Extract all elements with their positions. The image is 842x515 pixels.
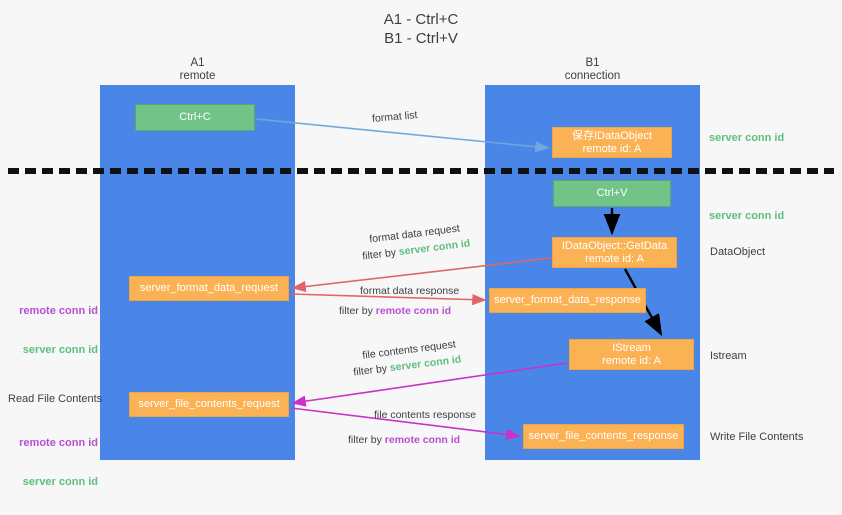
label-istream: Istream [710,350,747,362]
label-dataobject: DataObject [710,246,766,258]
lane-header-b1: B1 connection [564,57,621,82]
filter-prefix: filter by [348,434,385,446]
flow-label-format-data-response: format data response [360,285,460,297]
lane-header-a1: A1 remote [179,57,216,82]
node-server-format-data-response[interactable]: server_format_data_response [489,288,646,313]
filter-prefix: filter by [339,305,376,317]
label-server-conn-id-2: server conn id [22,476,98,488]
node-idataobject-getdata[interactable]: IDataObject::GetData remote id: A [552,237,677,268]
filter-value: remote conn id [375,305,452,317]
label-server-conn-id: server conn id [22,344,98,356]
dashed-divider [8,168,834,174]
label-server-conn-id-mid: server conn id [709,210,785,222]
label-conn-ids-format: remote conn id server conn id [10,279,98,383]
node-istream[interactable]: IStream remote id: A [569,339,694,370]
flow-label-format-data-response-filter: filter by remote conn id [339,304,451,318]
filter-value: remote conn id [384,434,461,446]
label-conn-ids-file: remote conn id server conn id [10,411,98,515]
label-server-conn-id-top: server conn id [709,132,785,144]
label-read-file-contents: Read File Contents [8,393,103,405]
filter-prefix: filter by [352,362,391,379]
node-server-file-contents-response[interactable]: server_file_contents_response [523,424,684,449]
node-ctrl-c[interactable]: Ctrl+C [135,104,255,131]
node-ctrl-v[interactable]: Ctrl+V [553,180,671,207]
flow-label-format-list: format list [371,109,418,125]
flow-label-file-contents-response: file contents response [374,409,477,421]
label-remote-conn-id-2: remote conn id [19,437,98,449]
label-remote-conn-id: remote conn id [19,305,98,317]
filter-prefix: filter by [361,246,400,263]
label-write-file-contents: Write File Contents [710,431,804,443]
diagram-canvas: A1 - Ctrl+C B1 - Ctrl+V A1 remote B1 con… [8,11,834,488]
node-server-format-data-request[interactable]: server_format_data_request [129,276,289,301]
node-save-idataobject[interactable]: 保存IDataObject remote id: A [552,127,672,158]
flow-label-file-contents-response-filter: filter by remote conn id [348,433,460,447]
node-server-file-contents-request[interactable]: server_file_contents_request [129,392,289,417]
page-title: A1 - Ctrl+C B1 - Ctrl+V [383,11,459,47]
